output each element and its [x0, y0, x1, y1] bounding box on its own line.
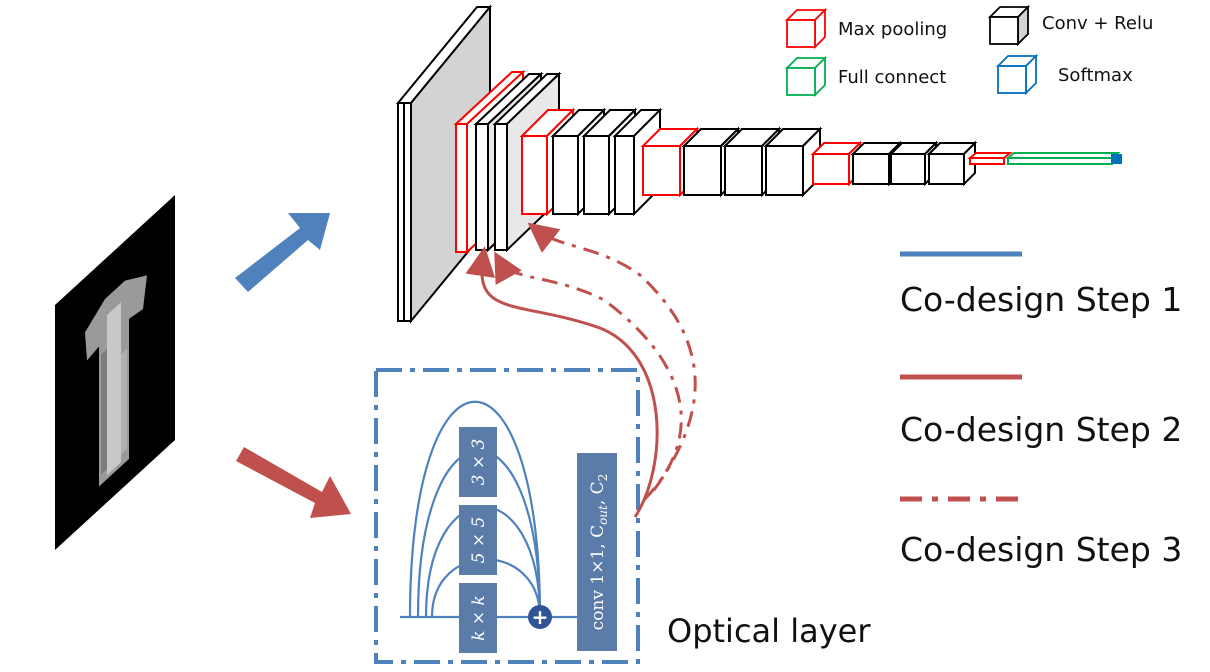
legend-full-connect-label: Full connect — [838, 67, 946, 88]
input-image — [55, 195, 175, 550]
optical-layer-box — [374, 368, 640, 664]
legend-softmax-icon — [995, 53, 1039, 96]
box-kxk: k × k — [459, 583, 497, 653]
blue-arrow — [235, 213, 330, 292]
conv-block-3c — [926, 140, 978, 187]
sum-node: + — [528, 605, 552, 629]
legend-full-connect-icon — [784, 55, 828, 98]
step2-curve — [465, 246, 659, 518]
legend-conv-relu-label: Conv + Relu — [1042, 13, 1153, 34]
conv-block-2c — [763, 126, 823, 198]
optical-layer-label: Optical layer — [667, 612, 871, 650]
red-arrow — [236, 447, 351, 518]
softmax-layer — [1111, 154, 1122, 164]
legend-softmax-label: Softmax — [1058, 65, 1133, 86]
legend-max-pooling-icon — [784, 7, 828, 50]
step3-curve-outer — [527, 222, 697, 491]
step3-label: Co-design Step 3 — [900, 530, 1182, 569]
box-3x3: 3 × 3 — [459, 427, 497, 497]
box-3x3-label: 3 × 3 — [469, 439, 489, 486]
legend-max-pooling-label: Max pooling — [838, 19, 947, 40]
full-connect-layer — [1005, 152, 1121, 165]
sum-node-plus: + — [532, 605, 549, 629]
pool-thin — [967, 152, 1013, 165]
legend-conv-relu-icon — [987, 4, 1031, 47]
conv-1x1-box: conv 1×1, Cout, C2 — [577, 453, 617, 651]
box-kxk-label: k × k — [469, 595, 489, 641]
conv-1x1-label: conv 1×1, Cout, C2 — [588, 474, 610, 631]
step3-curve-inner — [494, 251, 683, 502]
step2-label: Co-design Step 2 — [900, 410, 1182, 449]
step1-label: Co-design Step 1 — [900, 280, 1182, 319]
box-5x5: 5 × 5 — [459, 505, 497, 575]
box-5x5-label: 5 × 5 — [469, 517, 489, 564]
codesign-curves — [465, 222, 697, 518]
legend — [784, 4, 1039, 98]
cnn-network — [395, 4, 1122, 324]
